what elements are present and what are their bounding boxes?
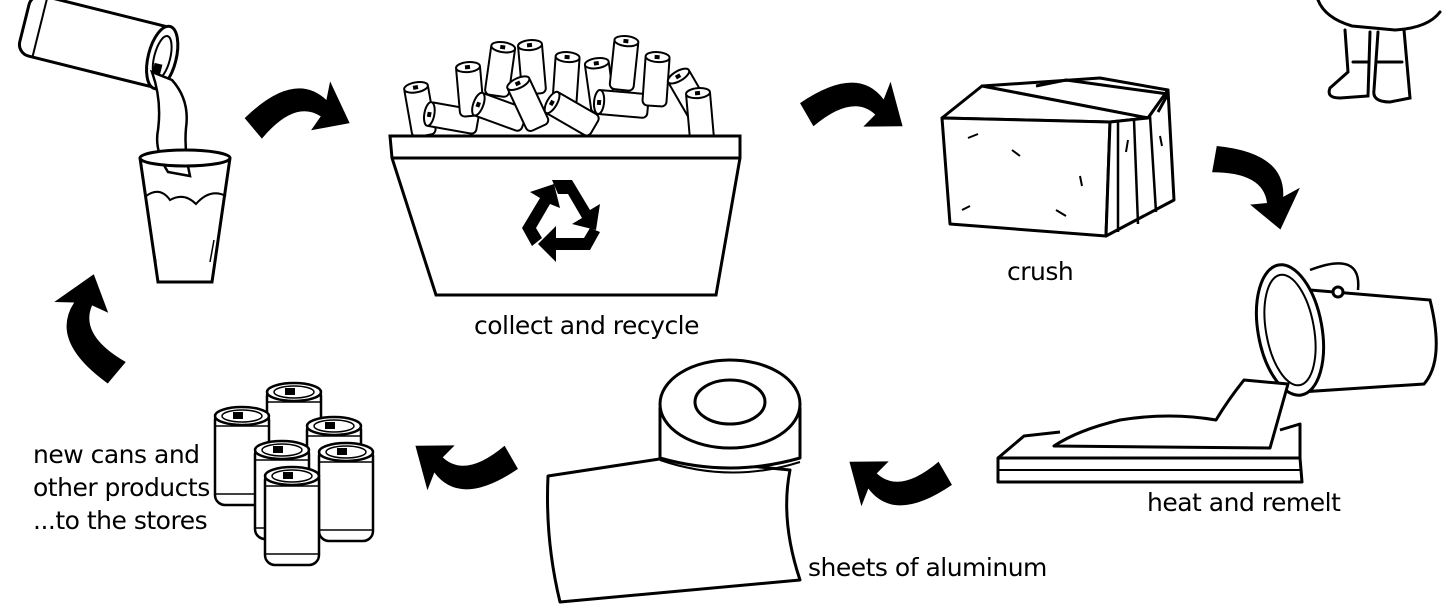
- recycle-symbol-icon: [522, 180, 600, 262]
- pouring-bucket-icon: [1254, 262, 1438, 397]
- glass-icon: [138, 148, 232, 284]
- new-cans-icon: [213, 381, 375, 567]
- flow-arrow-icon: [405, 423, 523, 512]
- aluminum-roll-icon: [546, 358, 802, 604]
- flow-arrow-icon: [795, 60, 913, 149]
- flow-arrow-icon: [839, 439, 957, 528]
- label-sheets-of-aluminum: sheets of aluminum: [808, 553, 1047, 582]
- flow-arrow-icon: [52, 272, 128, 388]
- can-pouring-icon: [17, 0, 180, 91]
- flow-arrow-icon: [1201, 120, 1314, 243]
- label-heat-and-remelt: heat and remelt: [1147, 488, 1341, 517]
- flow-arrow-icon: [243, 74, 354, 147]
- bin-cans: [402, 33, 716, 144]
- person-legs-icon: [1316, 0, 1442, 104]
- label-new-cans-and-other-products: new cans and other products ...to the st…: [33, 440, 210, 535]
- label-collect-and-recycle: collect and recycle: [474, 311, 700, 340]
- recycle-bin-icon: [388, 33, 742, 297]
- label-crush: crush: [1007, 257, 1074, 286]
- molten-tray-icon: [996, 378, 1304, 484]
- crushed-bale-icon: [940, 76, 1176, 238]
